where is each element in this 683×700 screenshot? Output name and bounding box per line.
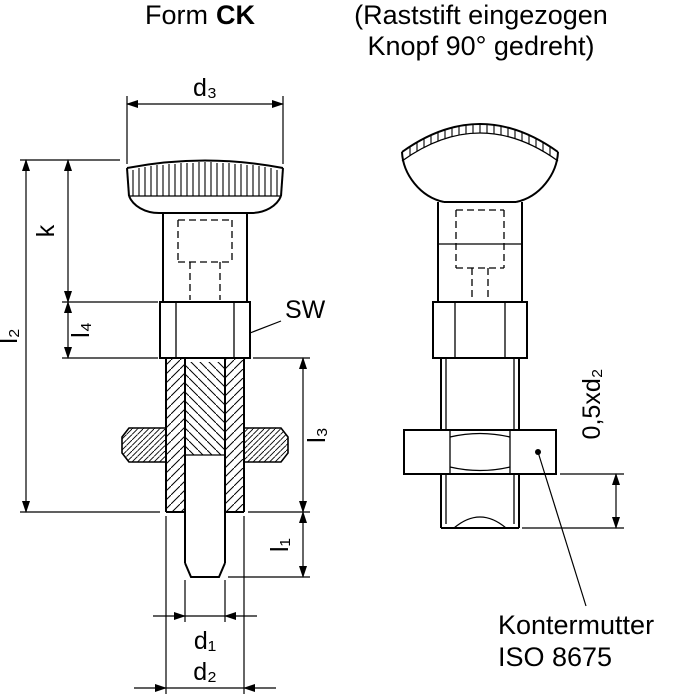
section-hatching: [166, 358, 244, 512]
locknut-section-wings: [121, 427, 289, 463]
sleeve-body: [162, 213, 248, 302]
dim-label-l4: l₄: [67, 322, 95, 338]
note-line-1: (Raststift eingezogen: [354, 0, 608, 30]
dim-half-d2: 0,5xd₂: [522, 369, 624, 529]
sleeve-body-right: [437, 202, 523, 302]
dim-l3: l₃: [248, 357, 331, 513]
dim-l1: l₁: [228, 511, 310, 578]
dim-label-d2: d₂: [193, 658, 217, 686]
callout-locknut: Kontermutter ISO 8675: [498, 449, 654, 672]
dim-d2: d₂: [134, 516, 276, 694]
dim-label-half-d2: 0,5xd₂: [578, 369, 606, 440]
dim-label-d3: d₃: [193, 74, 217, 102]
dim-d3: d₃: [126, 74, 284, 164]
dim-label-sw: SW: [285, 296, 326, 324]
thread-upper-right: [440, 358, 520, 430]
locknut-right: [403, 429, 557, 475]
thread-lower-right: [440, 474, 520, 529]
knurled-knob: [126, 159, 284, 214]
dim-l4: l₄: [62, 301, 158, 359]
headings: Form CK (Raststift eingezogen Knopf 90° g…: [145, 0, 608, 61]
plunger-pin: [184, 358, 226, 578]
dim-k: k: [32, 159, 158, 303]
left-figure-section-view: d₃ l₂ k l₄ l₃ l₁: [0, 74, 331, 694]
right-figure-retracted-view: 0,5xd₂ Kontermutter ISO 8675: [401, 123, 654, 672]
dim-label-l2: l₂: [0, 328, 23, 343]
form-title-prefix: Form: [145, 0, 208, 30]
dim-d1: d₁: [153, 580, 257, 655]
hex-collar-right: [432, 301, 528, 359]
dim-label-l1: l₁: [266, 538, 294, 552]
form-title-variant: CK: [216, 0, 255, 30]
callout-sw: SW: [249, 296, 326, 334]
dim-label-l3: l₃: [303, 427, 331, 443]
locknut-name: Kontermutter: [498, 610, 654, 640]
dim-label-k: k: [32, 224, 60, 237]
knurled-knob-right: [401, 123, 559, 203]
form-title: Form CK: [145, 0, 255, 30]
note-line-2: Knopf 90° gedreht): [368, 31, 595, 61]
dim-l2: l₂: [0, 159, 160, 513]
hex-collar: [159, 301, 251, 359]
dim-label-d1: d₁: [194, 627, 216, 655]
locknut-standard: ISO 8675: [498, 642, 612, 672]
